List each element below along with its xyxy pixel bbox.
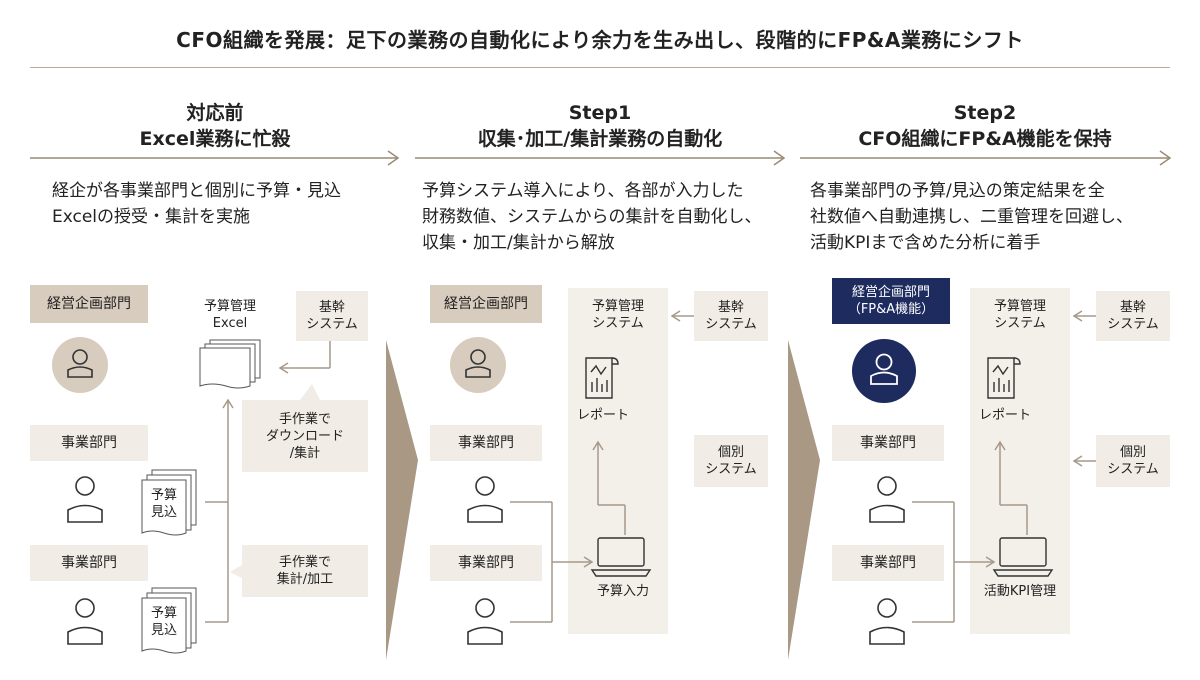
individual-system-box: 個別システム — [1096, 435, 1170, 487]
person-icon-fpa — [852, 339, 916, 403]
laptop-label: 予算入力 — [596, 584, 649, 599]
person-icon-corp — [52, 337, 108, 393]
label-line: Excel — [212, 316, 248, 331]
report-icon — [987, 357, 1021, 399]
doc-label-1: 予算 見込 — [142, 487, 186, 521]
biz-dept-box-1: 事業部門 — [832, 425, 944, 461]
title-divider — [30, 67, 1170, 68]
column-heading-step2: Step2 CFO組織にFP&A機能を保持 — [800, 100, 1170, 152]
label-line: 予算 — [150, 606, 177, 621]
corp-planning-dept-box: 経営企画部門 — [430, 285, 542, 323]
label-line: 個別 — [717, 445, 744, 460]
individual-system-box: 個別システム — [694, 435, 768, 487]
chevron-right-icon — [788, 340, 820, 660]
description-before: 経企が各事業部門と個別に予算・見込 Excelの授受・集計を実施 — [52, 178, 402, 230]
excel-sheets-icon — [199, 339, 261, 389]
label-line: システム — [1107, 317, 1159, 332]
label-line: 基幹 — [318, 300, 345, 315]
biz-dept-box-2: 事業部門 — [430, 545, 542, 581]
biz-dept-box-1: 事業部門 — [430, 425, 542, 461]
budget-system-label: 予算管理 システム — [970, 298, 1070, 332]
column-heading-before: 対応前 Excel業務に忙殺 — [30, 100, 400, 152]
person-icon-corp — [450, 337, 506, 393]
label-line: 集計/加工 — [276, 572, 334, 587]
person-icon — [67, 349, 93, 378]
laptop-icon — [590, 537, 652, 577]
column-heading-step1: Step1 収集･加工/集計業務の自動化 — [415, 100, 785, 152]
corp-planning-fpa-box: 経営企画部門 （FP&A機能） — [832, 278, 950, 324]
desc-line: 収集・加工/集計から解放 — [422, 233, 615, 253]
corp-planning-dept-box: 経営企画部門 — [30, 285, 148, 323]
heading-line: Step1 — [568, 102, 632, 124]
heading-line: Excel業務に忙殺 — [139, 128, 291, 150]
label-line: システム — [1107, 462, 1159, 477]
desc-line: 各事業部門の予算/見込の策定結果を全 — [810, 181, 1105, 201]
biz-dept-box-2: 事業部門 — [30, 545, 148, 581]
label-line: 予算 — [150, 488, 177, 503]
person-icon — [869, 476, 905, 523]
label-line: 見込 — [150, 623, 177, 638]
label-line: 手作業で — [278, 555, 331, 570]
heading-line: 収集･加工/集計業務の自動化 — [477, 128, 723, 150]
desc-line: 経企が各事業部門と個別に予算・見込 — [52, 181, 341, 201]
doc-label-2: 予算 見込 — [142, 605, 186, 639]
person-icon — [467, 476, 503, 523]
heading-line: 対応前 — [186, 102, 244, 124]
label-line: システム — [705, 462, 757, 477]
label-line: 経営企画部門 — [851, 285, 930, 300]
label-line: 予算管理 — [993, 299, 1046, 314]
core-system-box: 基幹システム — [296, 291, 368, 341]
description-step2: 各事業部門の予算/見込の策定結果を全 社数値へ自動連携し、二重管理を回避し、 活… — [810, 178, 1180, 256]
label-line: 見込 — [150, 505, 177, 520]
label-line: 基幹 — [717, 300, 744, 315]
description-step1: 予算システム導入により、各部が入力した 財務数値、システムからの集計を自動化し、… — [422, 178, 792, 256]
person-icon — [869, 598, 905, 645]
excel-label: 予算管理 Excel — [190, 298, 270, 332]
core-system-box: 基幹システム — [694, 291, 768, 341]
label-line: 基幹 — [1119, 300, 1146, 315]
label-line: システム — [994, 316, 1046, 331]
manual-download-callout: 手作業で ダウンロード /集計 — [242, 400, 368, 472]
laptop-icon — [992, 537, 1054, 577]
desc-line: 活動KPIまで含めた分析に着手 — [810, 233, 1041, 253]
label-line: 個別 — [1119, 445, 1146, 460]
heading-line: CFO組織にFP&A機能を保持 — [858, 128, 1112, 150]
label-line: システム — [592, 316, 644, 331]
label-line: /集計 — [289, 445, 321, 461]
laptop-label: 活動KPI管理 — [983, 584, 1057, 599]
person-icon — [465, 349, 491, 378]
label-line: システム — [306, 317, 358, 332]
desc-line: 予算システム導入により、各部が入力した — [422, 181, 744, 201]
person-icon — [67, 476, 103, 523]
biz-dept-box-1: 事業部門 — [30, 425, 148, 461]
desc-line: Excelの授受・集計を実施 — [52, 207, 251, 227]
label-line: システム — [705, 317, 757, 332]
desc-line: 財務数値、システムからの集計を自動化し、 — [422, 207, 762, 227]
budget-system-label: 予算管理 システム — [568, 298, 668, 332]
manual-aggregate-callout: 手作業で 集計/加工 — [242, 545, 368, 597]
biz-dept-box-2: 事業部門 — [832, 545, 944, 581]
page-title: CFO組織を発展：足下の業務の自動化により余力を生み出し、段階的にFP&A業務に… — [176, 28, 1024, 52]
label-line: 予算管理 — [203, 299, 256, 314]
person-icon — [870, 353, 898, 385]
core-system-box: 基幹システム — [1096, 291, 1170, 341]
report-icon — [585, 357, 619, 399]
label-line: 手作業で — [278, 411, 331, 427]
person-icon — [467, 598, 503, 645]
label-line: （FP&A機能） — [847, 302, 935, 317]
label-line: ダウンロード — [265, 428, 344, 444]
desc-line: 社数値へ自動連携し、二重管理を回避し、 — [810, 207, 1133, 227]
person-icon — [67, 598, 103, 645]
report-label: レポート — [978, 408, 1031, 423]
chevron-right-icon — [386, 340, 418, 660]
report-label: レポート — [576, 408, 629, 423]
heading-line: Step2 — [953, 102, 1017, 124]
label-line: 予算管理 — [591, 299, 644, 314]
